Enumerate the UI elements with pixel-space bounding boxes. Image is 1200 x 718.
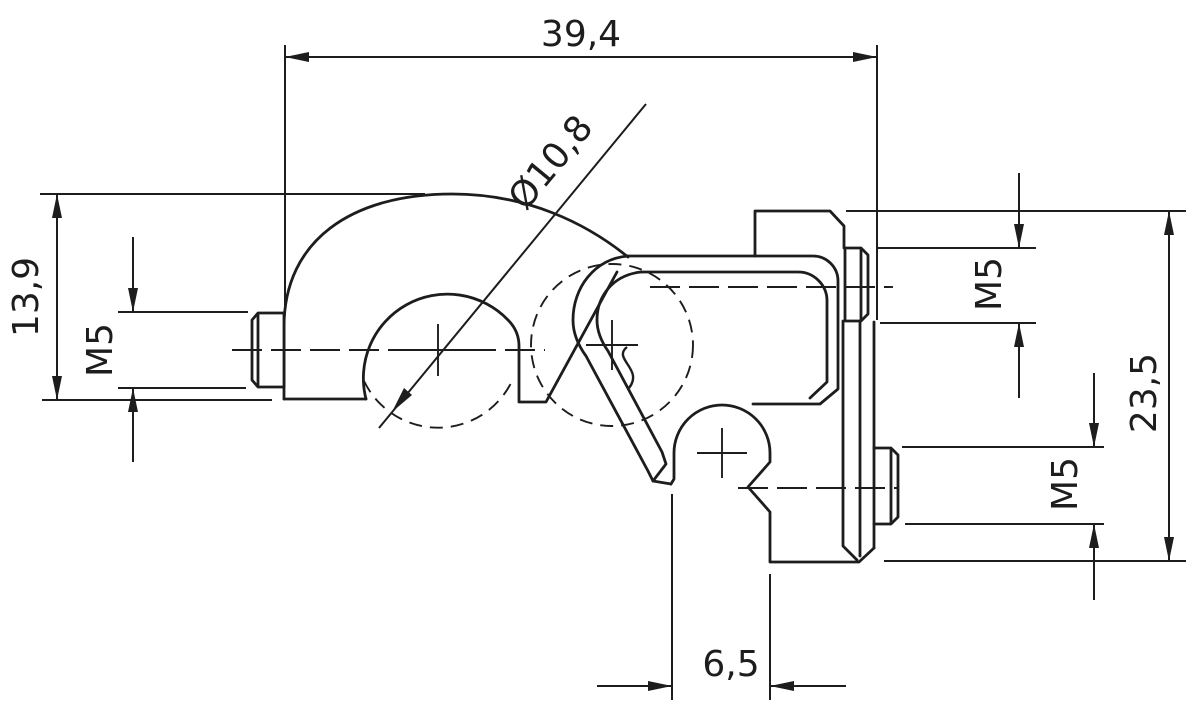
arrow-total-width-left <box>285 52 309 62</box>
body-top-outline <box>626 254 840 406</box>
hole-hidden-arc <box>363 380 513 429</box>
break-squiggle <box>621 346 635 389</box>
hole-hidden-circle-second-position <box>530 263 694 427</box>
bottom-right-thread-label: M5 <box>1045 457 1086 511</box>
arrow-foot-width-left <box>648 681 672 691</box>
leader-hole-diameter <box>378 103 647 429</box>
arrow-foot-width-right <box>770 681 794 691</box>
center-lines <box>232 263 897 489</box>
dimension-lines <box>40 45 1186 700</box>
hook-hole-center-cross <box>410 324 466 376</box>
arrow-left-height-top <box>52 194 62 218</box>
second-hole-center-cross <box>586 320 638 370</box>
arrow-left-thread-bottom <box>128 388 138 412</box>
hole-diameter-label: Ø10,8 <box>501 108 602 218</box>
top-right-screw-head <box>843 246 870 323</box>
set-screws <box>250 246 900 526</box>
arrow-hole-diameter-leader <box>392 388 412 412</box>
dimension-arrowheads <box>52 52 1174 691</box>
boss-center-cross <box>697 428 747 478</box>
left-height-label: 13,9 <box>6 257 47 337</box>
part-outline <box>282 192 876 564</box>
arrow-right-height-bottom <box>1164 537 1174 561</box>
arrow-top-right-thread-top <box>1014 224 1024 248</box>
left-thread-label: M5 <box>80 323 121 377</box>
bottom-right-screw-head <box>872 446 900 526</box>
arrow-right-height-top <box>1164 211 1174 235</box>
body-inner-wall <box>639 270 829 400</box>
top-right-thread-label: M5 <box>969 257 1010 311</box>
arrow-total-width-right <box>853 52 877 62</box>
total-width-label: 39,4 <box>541 14 621 55</box>
plate-tab <box>753 209 846 258</box>
hook-inner-arc <box>361 270 619 404</box>
boss-and-foot-outline <box>669 403 876 564</box>
body-left-outer-curve <box>571 254 673 486</box>
right-height-label: 23,5 <box>1124 353 1165 433</box>
arrow-bottom-right-thread-bottom <box>1089 524 1099 548</box>
arrow-left-thread-top <box>128 288 138 312</box>
foot-width-label: 6,5 <box>702 644 759 685</box>
arrow-bottom-right-thread-top <box>1089 423 1099 447</box>
arrow-top-right-thread-bottom <box>1014 323 1024 347</box>
body-left-inner-curve <box>595 270 668 483</box>
plate-left-edge <box>841 319 859 562</box>
arrow-left-height-bottom <box>52 376 62 400</box>
dimension-labels: 39,4 Ø10,8 13,9 M5 M5 23,5 M5 6,5 <box>6 14 1165 685</box>
hook-outer-arc <box>282 192 630 401</box>
